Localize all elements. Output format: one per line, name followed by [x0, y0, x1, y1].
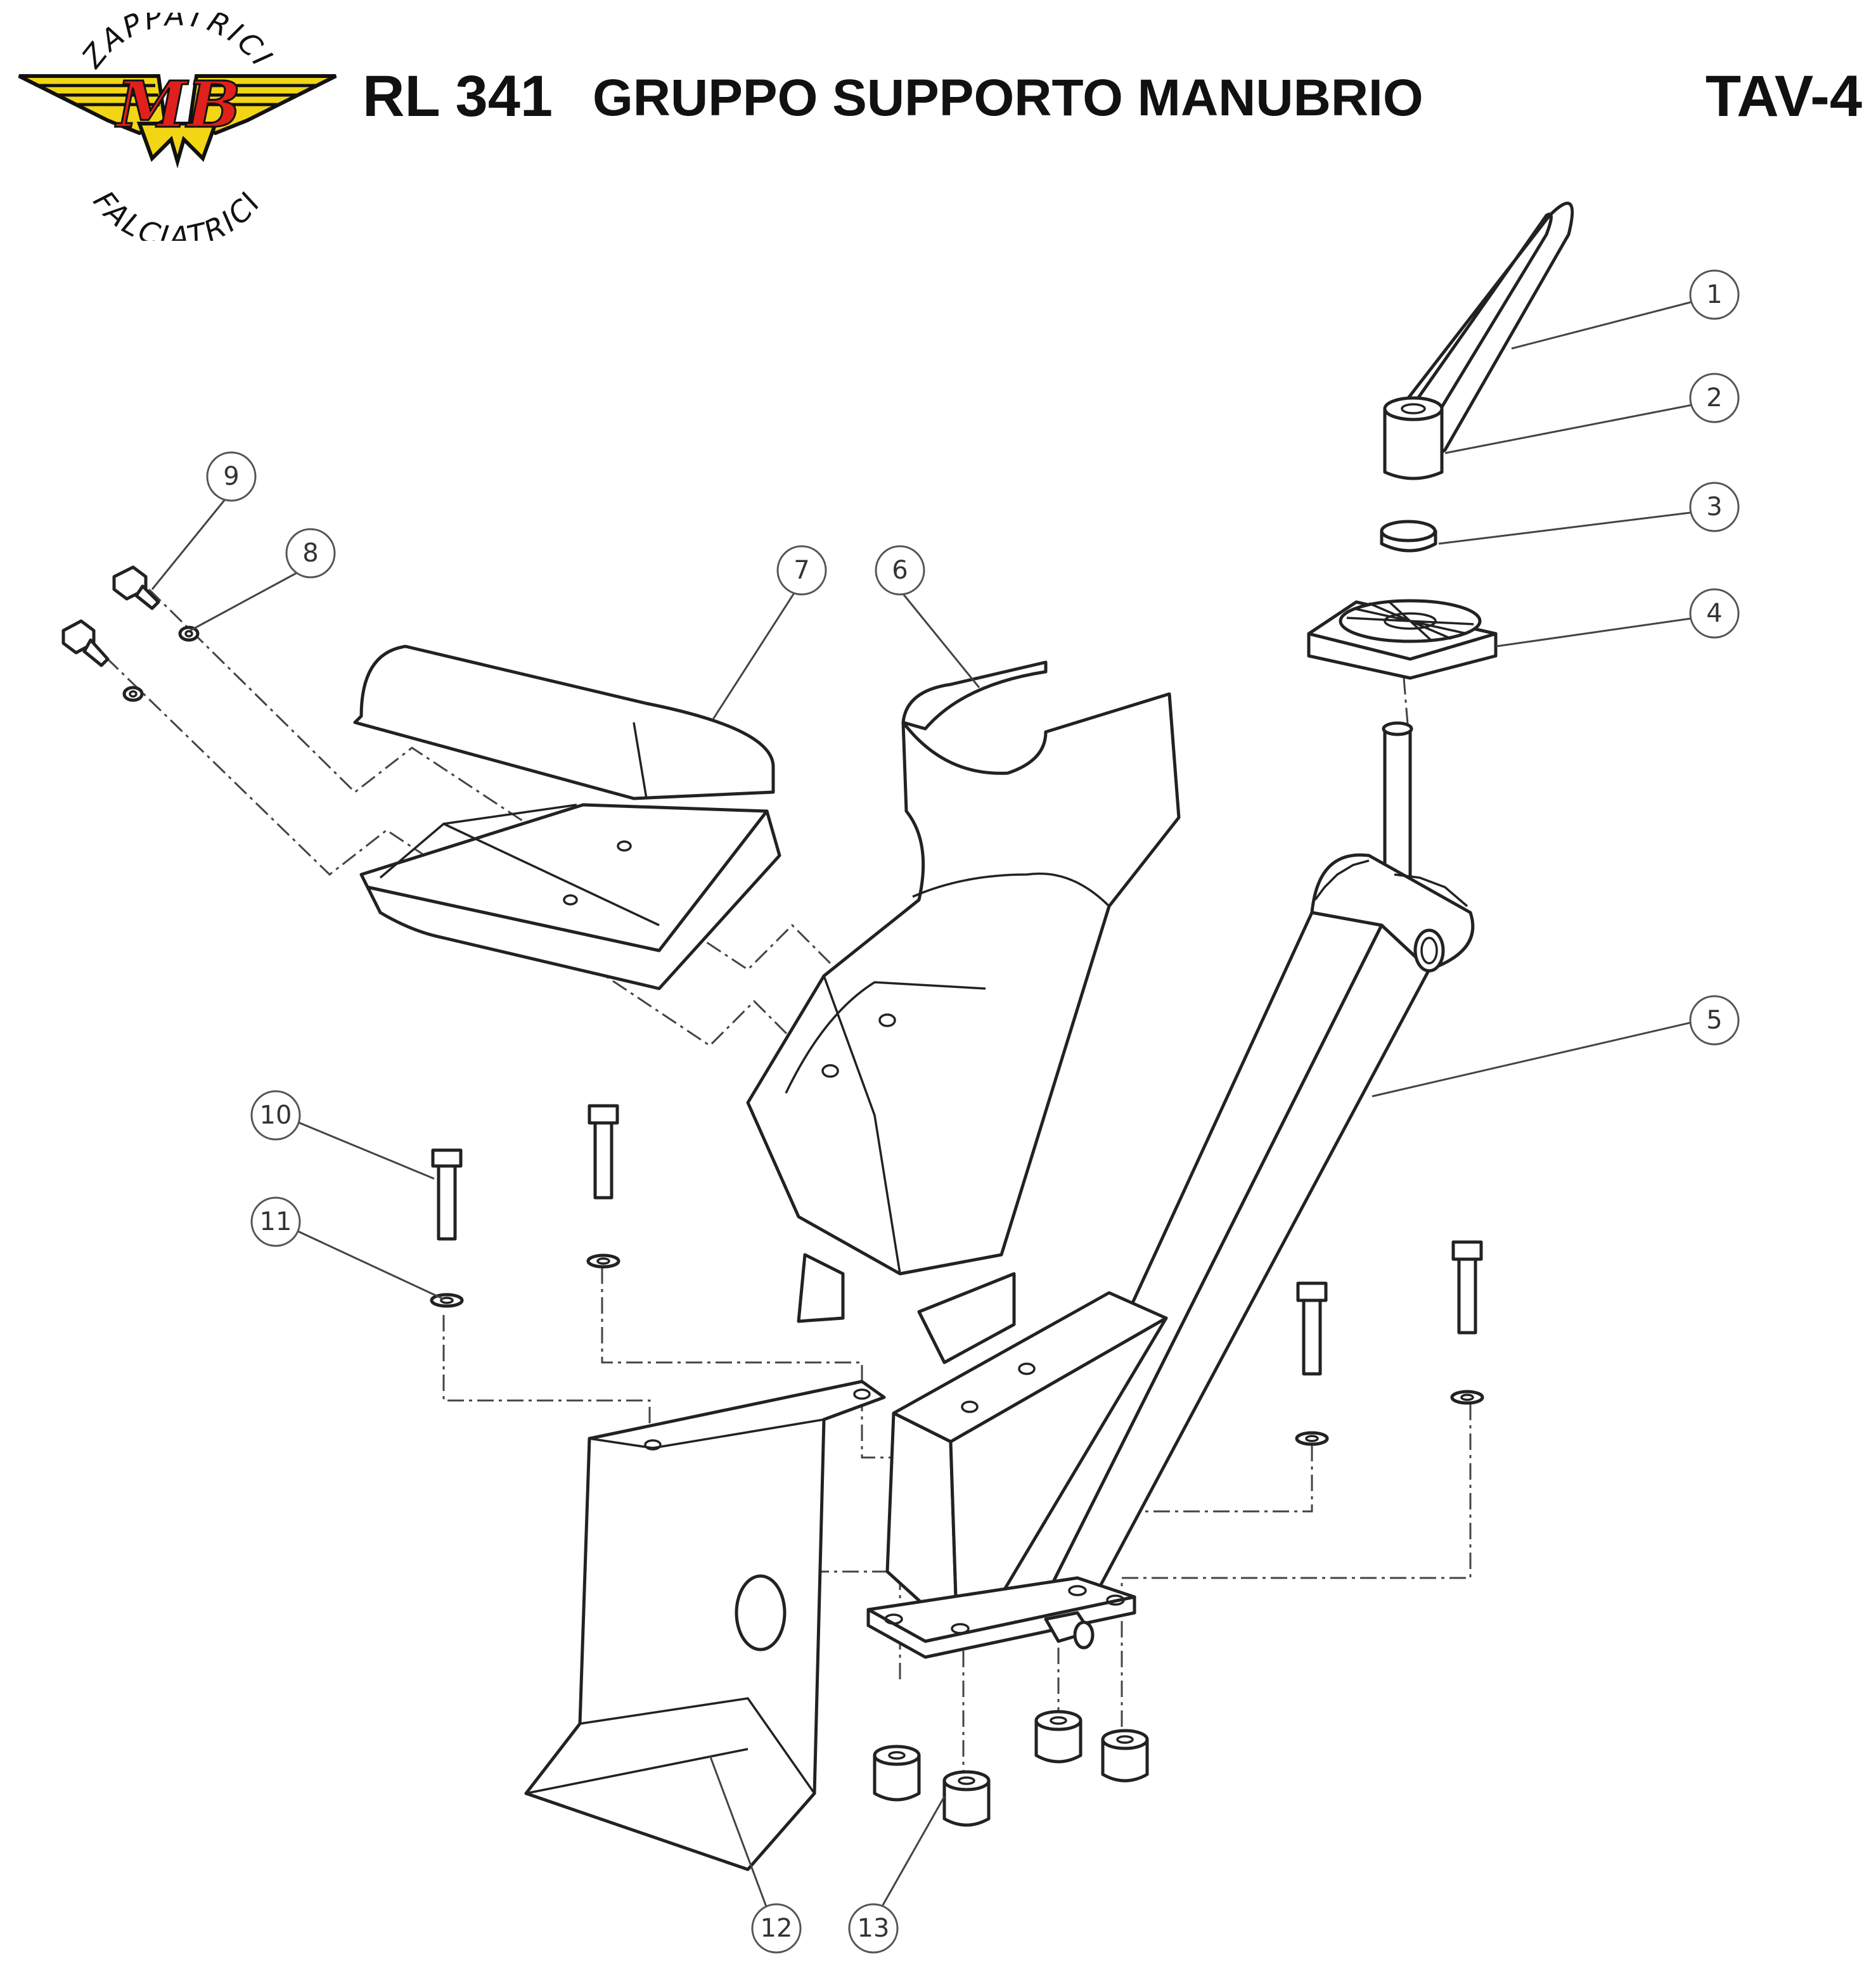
callout-1: 1 [1689, 269, 1740, 320]
part-9-screws [61, 565, 160, 667]
callout-11: 11 [250, 1196, 301, 1247]
callout-4: 4 [1689, 588, 1740, 639]
callout-label: 1 [1706, 280, 1722, 309]
callout-9: 9 [206, 451, 257, 502]
part-2-bushing [1383, 396, 1444, 480]
callout-3: 3 [1689, 482, 1740, 532]
leader-lines [151, 300, 1696, 1926]
callout-5: 5 [1689, 995, 1740, 1046]
callout-7: 7 [776, 545, 827, 596]
callout-label: 12 [761, 1914, 793, 1943]
table-code: TAV-4 [1705, 64, 1862, 129]
callout-label: 9 [223, 462, 239, 491]
callout-label: 13 [858, 1914, 890, 1943]
callout-10: 10 [250, 1090, 301, 1141]
callout-label: 8 [302, 539, 318, 568]
logo-letters: MB [115, 67, 240, 142]
callout-13: 13 [848, 1903, 899, 1954]
part-10-bolts [431, 1104, 1483, 1376]
callout-label: 10 [260, 1101, 292, 1130]
callout-label: 11 [260, 1207, 292, 1236]
callout-12: 12 [751, 1903, 802, 1954]
callout-label: 6 [892, 556, 908, 585]
callout-8: 8 [285, 528, 336, 579]
logo-wings [18, 74, 337, 169]
callout-label: 2 [1706, 383, 1722, 413]
callout-6: 6 [875, 545, 925, 596]
model-title: RL 341 [363, 64, 553, 129]
part-12-guard-plate [524, 1380, 886, 1871]
callout-label: 4 [1706, 599, 1722, 628]
part-8-washers [122, 625, 200, 702]
part-13-spacers [873, 1710, 1149, 1827]
mb-logo: ZAPPATRICI FALCIATRICI MB [18, 13, 337, 241]
part-5-main-support [866, 721, 1475, 1659]
part-11-washers [430, 1253, 1484, 1446]
part-7-toolbox [353, 644, 781, 990]
group-title: GRUPPO SUPPORTO MANUBRIO [593, 69, 1423, 127]
part-4-serrated-plate [1307, 599, 1498, 680]
callout-label: 5 [1706, 1006, 1722, 1035]
callout-2: 2 [1689, 373, 1740, 423]
callout-label: 7 [793, 556, 809, 585]
part-6-fairing [746, 660, 1181, 1364]
part-3-cam-washer [1380, 520, 1437, 553]
callout-label: 3 [1706, 492, 1722, 522]
